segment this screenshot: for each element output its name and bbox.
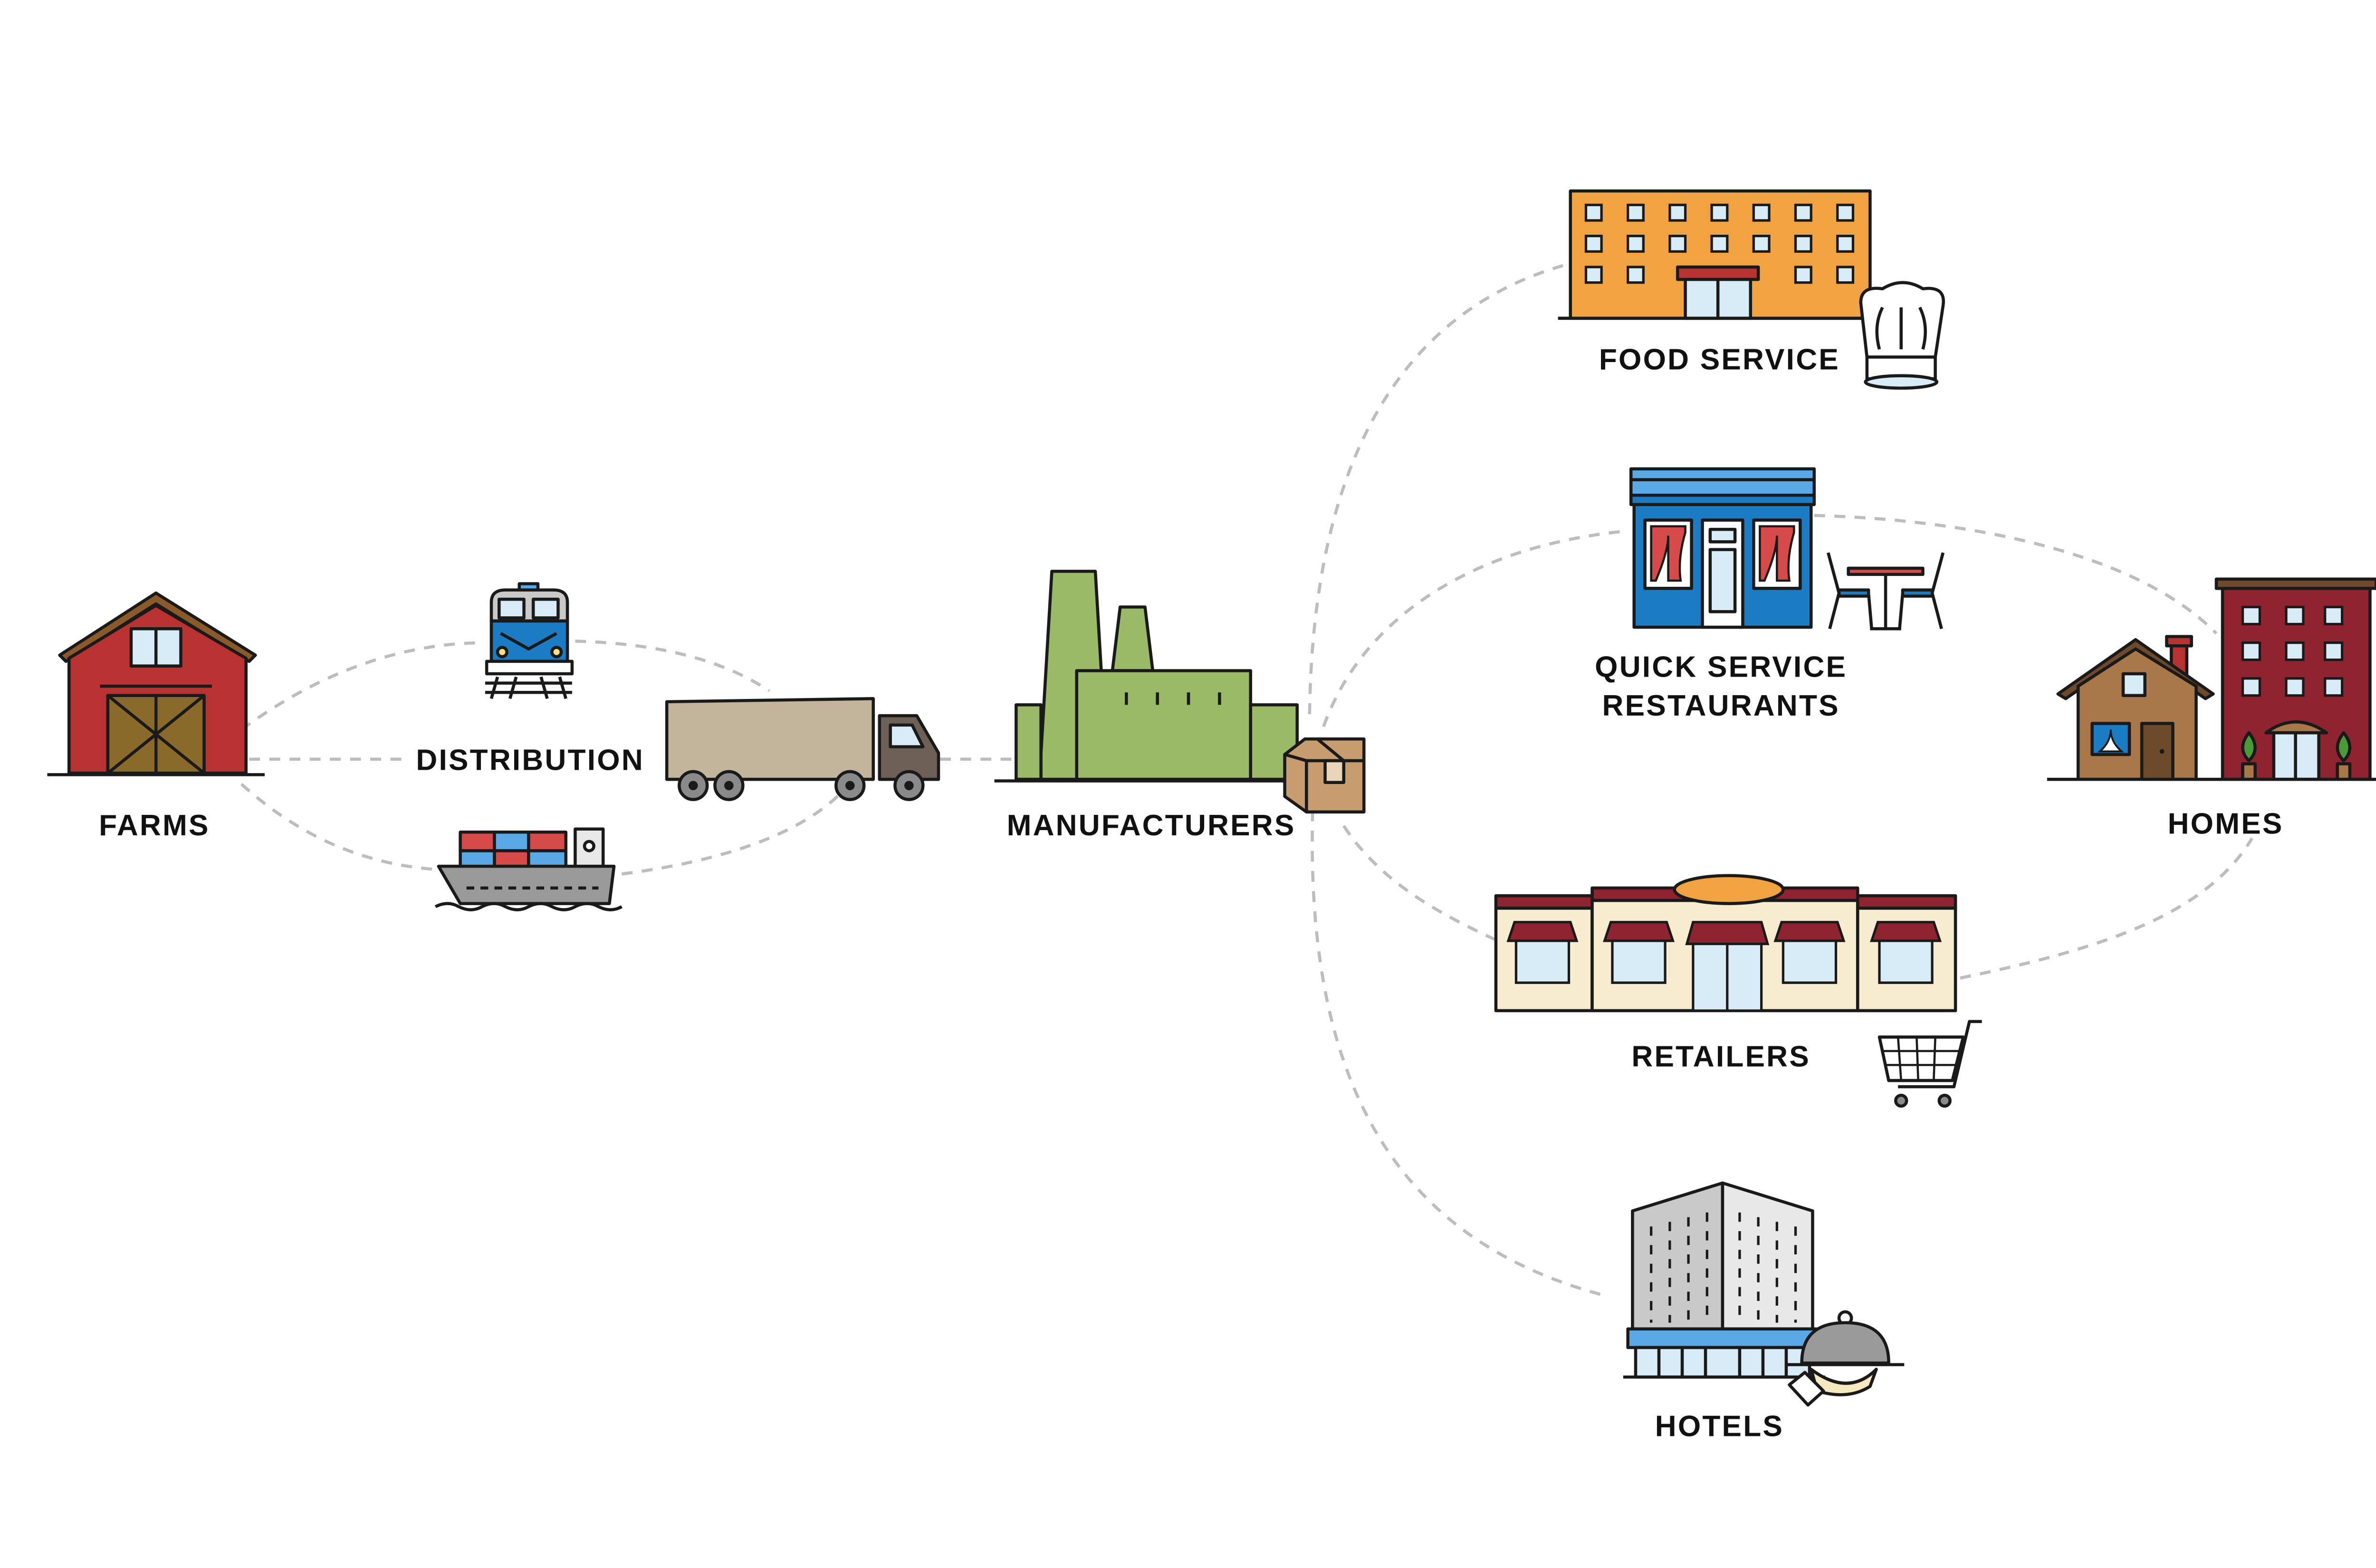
chef-hat-icon [1859,281,1945,390]
label-retailers: RETAILERS [1631,1041,1811,1073]
label-manufacturers: MANUFACTURERS [1007,809,1296,842]
connector-farms-ship [240,783,436,871]
label-distribution: DISTRIBUTION [416,744,644,777]
train-icon [485,582,574,699]
connector-retailers-homes [1960,837,2253,980]
connector-farms-train [240,641,482,731]
house-icon [2056,635,2215,781]
connector-to-hotels [1311,810,1608,1298]
shopping-cart-icon [1878,1020,1982,1108]
truck-icon [665,697,940,801]
label-farms: FARMS [99,809,210,842]
connector-ship-truck [621,794,841,876]
factory-icon [994,570,1299,783]
label-homes: HOMES [2168,808,2284,841]
table-chairs-icon [1826,552,1945,631]
connector-to-retailers [1342,825,1495,941]
barn-icon [47,591,265,776]
food-service-building-icon [1558,189,1883,320]
connector-to-qsr [1322,529,1628,727]
connector-to-food-service [1308,262,1570,715]
apartment-building-icon [2047,577,2376,781]
cargo-ship-icon [434,827,623,911]
hotel-building-icon [1623,1181,1825,1379]
label-quick-service-line2: RESTAURANTS [1602,689,1840,722]
label-food-service: FOOD SERVICE [1599,344,1840,376]
label-hotels: HOTELS [1655,1410,1784,1443]
label-quick-service-line1: QUICK SERVICE [1595,651,1847,684]
retail-strip-icon [1494,874,1957,1013]
cardboard-box-icon [1283,737,1366,814]
connector-train-truck [575,640,770,692]
quick-service-restaurant-icon [1629,467,1816,629]
connectors [240,262,2253,1298]
serving-cloche-icon [1786,1310,1905,1407]
